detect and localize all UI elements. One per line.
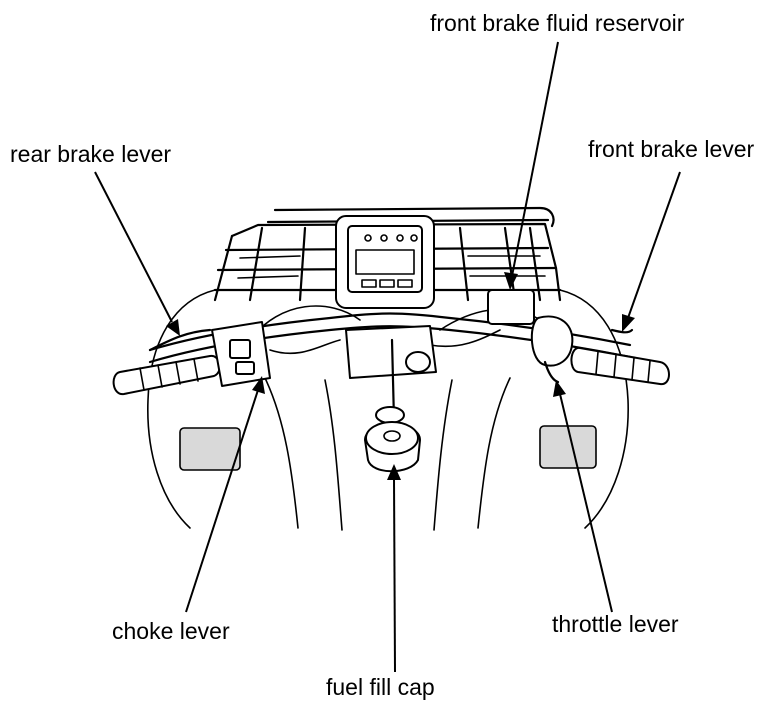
leader-choke-lever <box>185 389 259 613</box>
leader-front-brake-fluid-reservoir <box>511 41 559 277</box>
rear-brake-lever-shape <box>148 328 212 352</box>
leader-rear-brake-lever <box>94 171 173 323</box>
center-console <box>345 325 437 422</box>
label-choke-lever: choke lever <box>112 618 230 644</box>
label-front-brake-fluid-reservoir: front brake fluid reservoir <box>430 10 685 36</box>
leader-throttle-lever <box>559 393 613 613</box>
body-outline <box>147 289 629 531</box>
instrument-display <box>335 215 435 309</box>
arrow-front-brake-lever <box>622 314 635 332</box>
label-fuel-fill-cap: fuel fill cap <box>326 674 435 700</box>
arrow-front-brake-fluid-reservoir <box>504 272 518 290</box>
arrow-throttle-lever <box>553 380 566 397</box>
label-rear-brake-lever: rear brake lever <box>10 141 172 167</box>
right-grip <box>570 347 670 386</box>
label-front-brake-lever: front brake lever <box>588 136 755 162</box>
arrow-rear-brake-lever <box>166 319 180 336</box>
right-master-cylinder <box>487 289 634 367</box>
leader-front-brake-lever <box>627 171 681 319</box>
arrow-choke-lever <box>252 376 265 394</box>
left-grip <box>112 354 221 396</box>
left-switch-housing <box>211 321 271 387</box>
leader-fuel-fill-cap <box>393 477 396 673</box>
leader-lines <box>94 41 681 673</box>
arrow-fuel-fill-cap <box>387 464 401 480</box>
label-throttle-lever: throttle lever <box>552 611 679 637</box>
fuel-cap-shape <box>364 406 421 473</box>
